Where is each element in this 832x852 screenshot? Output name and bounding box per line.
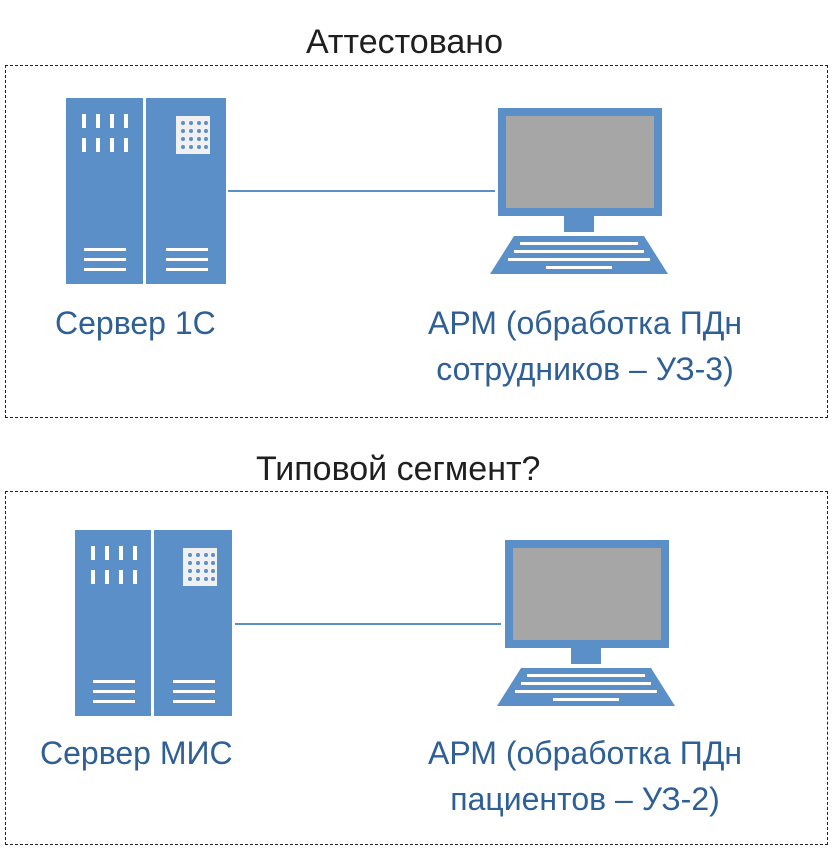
- network-link: [235, 623, 501, 625]
- workstation-label-line2: пациентов – УЗ-2): [450, 781, 720, 817]
- desktop-computer-icon: [493, 540, 679, 708]
- workstation-label-line2: сотрудников – УЗ-3): [436, 351, 734, 387]
- server-1c-label: Сервер 1С: [55, 305, 216, 341]
- segment-title-typical: Типовой сегмент?: [250, 449, 547, 489]
- segment-title-certified: Аттестовано: [300, 22, 509, 62]
- workstation-label-line1: АРМ (обработка ПДн: [427, 735, 743, 771]
- network-link: [228, 190, 495, 192]
- segment-box-typical: [5, 491, 828, 845]
- workstation-label-patients: АРМ (обработка ПДн пациентов – УЗ-2): [375, 730, 795, 822]
- server-rack-icon: [66, 98, 226, 284]
- desktop-computer-icon: [486, 108, 672, 276]
- server-mis-label: Сервер МИС: [40, 735, 233, 771]
- workstation-label-line1: АРМ (обработка ПДн: [427, 305, 743, 341]
- workstation-label-employees: АРМ (обработка ПДн сотрудников – УЗ-3): [375, 300, 795, 392]
- server-rack-icon: [75, 530, 232, 716]
- segment-box-certified: [5, 65, 828, 418]
